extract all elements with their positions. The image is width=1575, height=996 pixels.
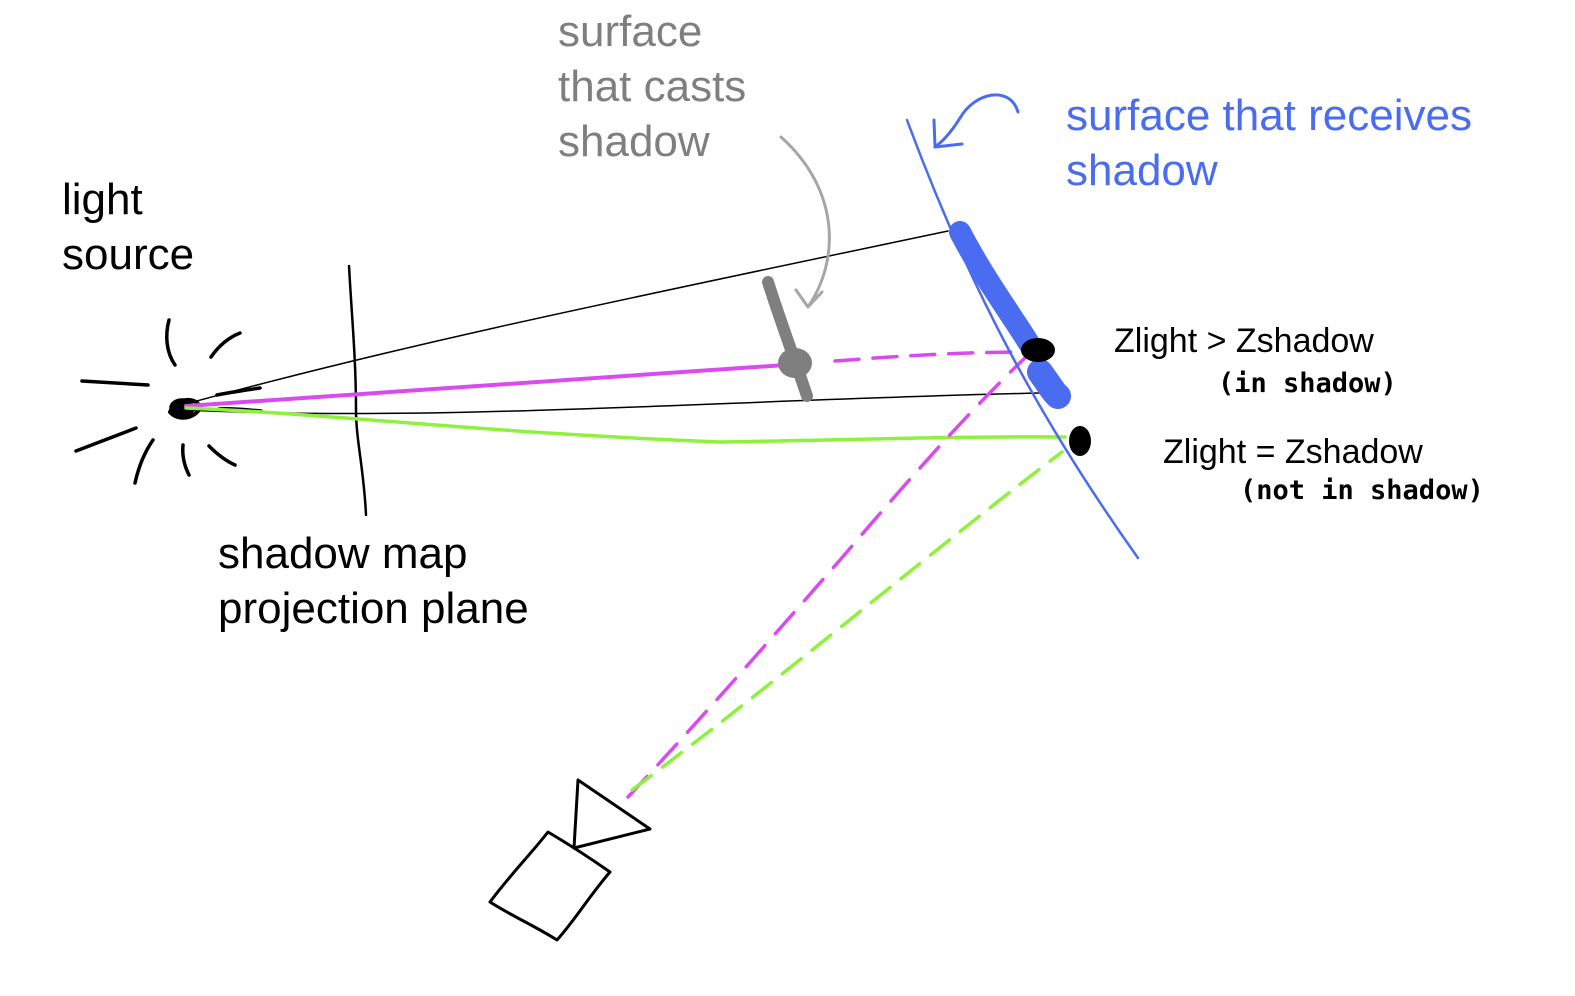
projection-plane [347,264,368,517]
light-source-label: light source [62,175,195,279]
lit-light-ray [184,406,1067,444]
in-shadow-verdict: (in shadow) [1218,368,1397,399]
in-shadow-point [1021,338,1055,362]
receiver-arrow [932,93,1020,149]
not-in-shadow-verdict: (not in shadow) [1240,475,1484,506]
projection-plane-label: shadow map projection plane [218,529,529,633]
receiver-surface [905,118,1140,560]
receiver-label: surface that receives shadow [1066,91,1472,195]
in-shadow-comparison: Zlight > Zshadow [1114,322,1374,360]
not-in-shadow-comparison: Zlight = Zshadow [1163,433,1423,471]
shadowed-light-ray-occluded [833,350,1028,363]
caster-arrow [779,135,831,309]
caster-surface [762,276,813,402]
lit-eye-ray [630,450,1064,792]
frustum-top-ray [185,230,949,405]
shadowed-light-ray [184,363,787,408]
caster-label: surface that casts shadow [558,7,747,166]
lit-point [1069,426,1091,456]
shadowed-eye-ray [626,353,1030,799]
camera-icon [488,778,652,942]
